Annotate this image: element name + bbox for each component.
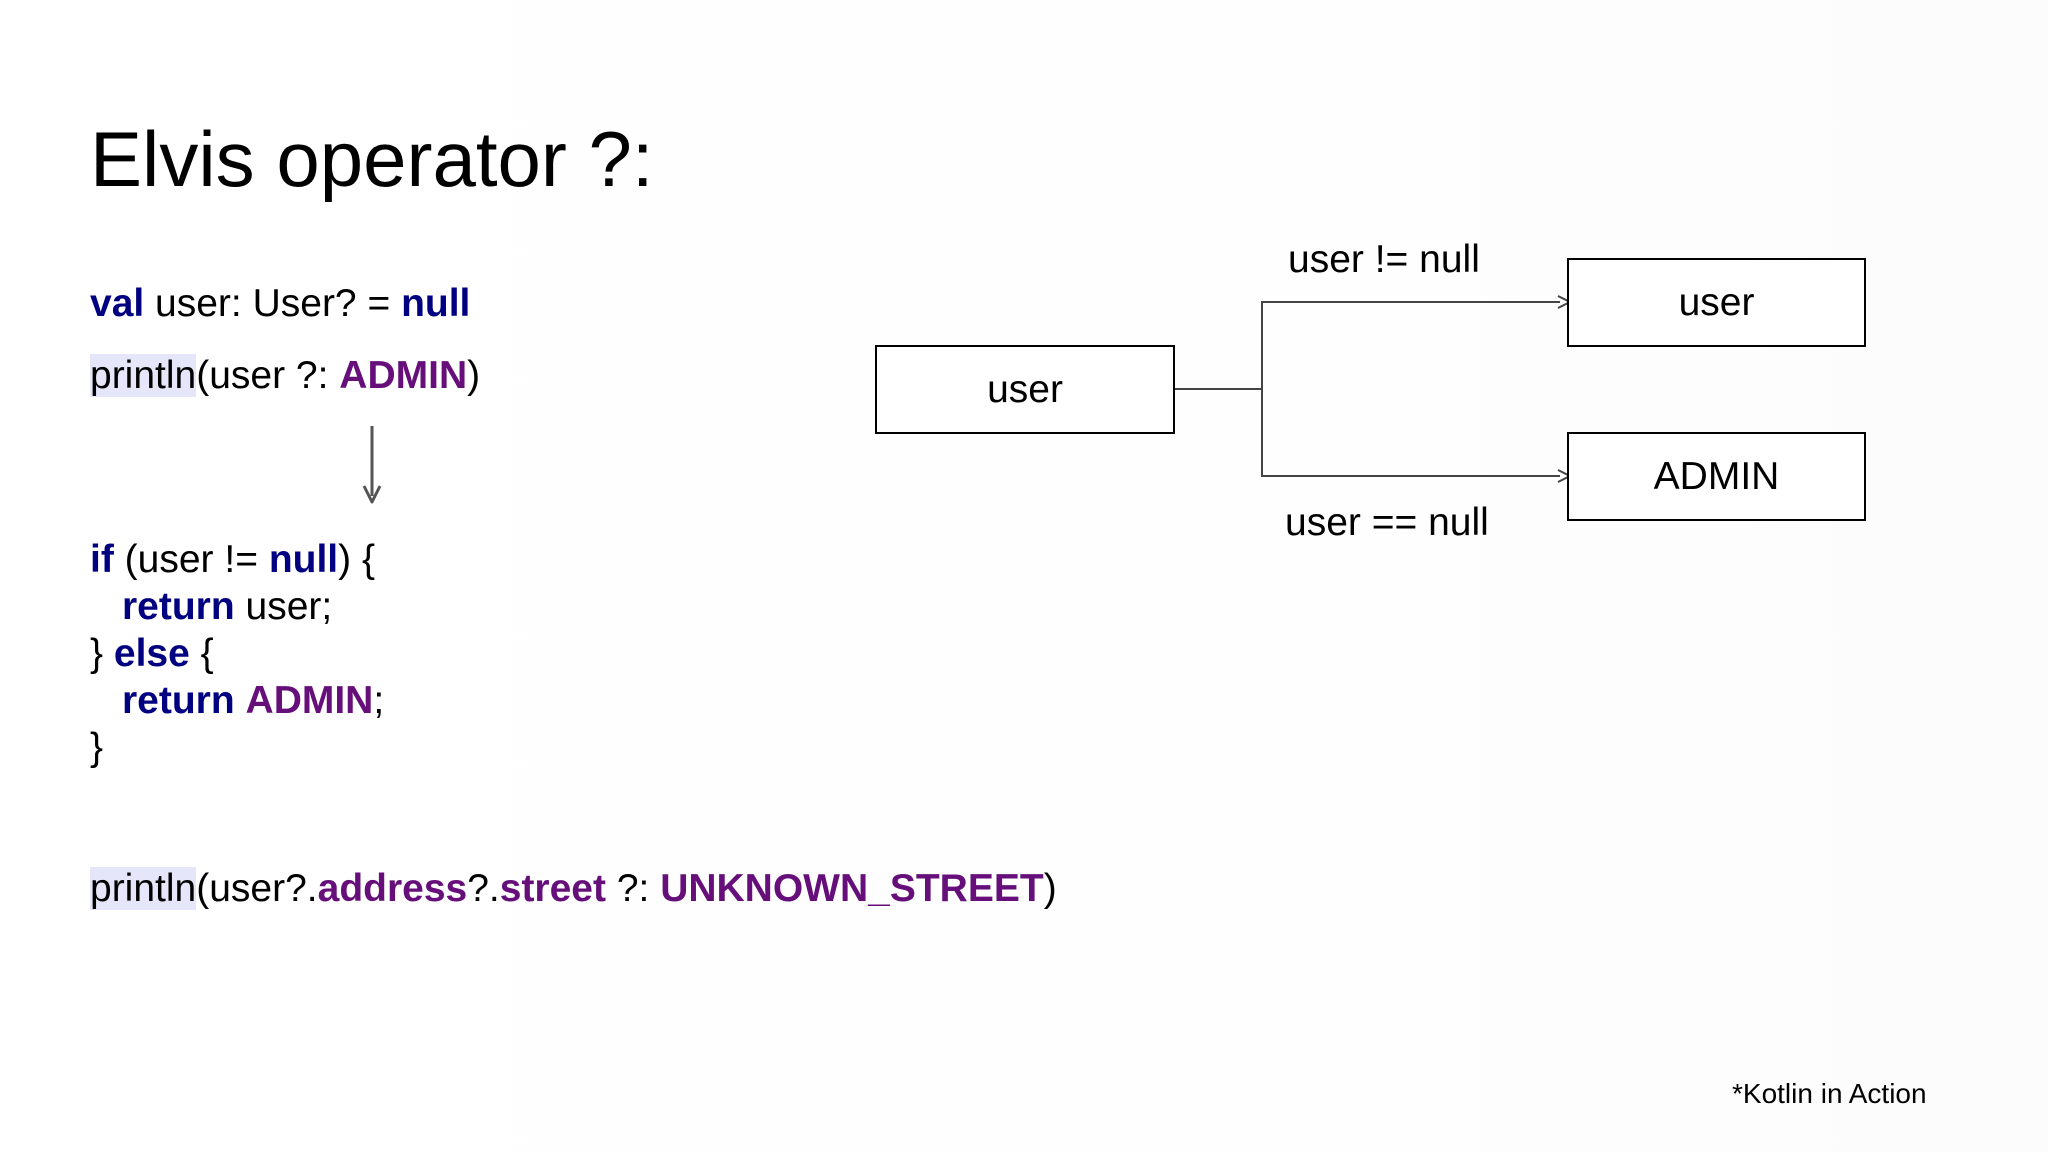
connector-bottom [1261,389,1560,477]
diagram-label-is-null: user == null [1285,501,1489,544]
keyword-return: return [122,585,235,628]
code-text: ) [467,354,481,397]
constant-admin: ADMIN [339,354,468,397]
code-text: (user?. [196,867,318,910]
code-text: { [189,632,214,675]
connector-top [1174,301,1560,390]
source-footnote: *Kotlin in Action [1732,1078,1927,1109]
diagram-box-admin: ADMIN [1567,432,1866,521]
code-line-declaration: val user: User? = null [90,284,470,323]
code-line-println-elvis: println(user ?: ADMIN) [90,354,481,397]
code-text: ?: [605,867,661,910]
keyword-val: val [90,282,145,325]
constant-unknown-street: UNKNOWN_STREET [660,867,1044,910]
code-text: } [90,726,104,769]
code-text: (user ?: [196,354,340,397]
code-text: user: User? = [144,282,402,325]
code-line-safe-call-chain: println(user?.address?.street ?: UNKNOWN… [90,867,1057,910]
code-text: ) { [338,538,375,581]
keyword-else: else [113,632,190,675]
keyword-if: if [90,538,114,581]
keyword-null: null [401,282,471,325]
code-text: } [90,632,114,675]
code-line-else: } else { [90,634,214,673]
box-label: user [987,367,1063,411]
constant-admin: ADMIN [245,679,374,722]
box-label: ADMIN [1653,454,1780,498]
box-label: user [1678,280,1755,324]
keyword-return: return [122,679,235,722]
code-line-close-brace: } [90,728,103,767]
diagram-box-user: user [1567,258,1866,347]
code-text: (user != [113,538,269,581]
code-text: ; [373,679,385,722]
code-line-return-user: return user; [122,587,332,626]
diagram-box-source: user [875,345,1175,434]
property-address: address [317,867,468,910]
function-println: println [90,867,197,910]
down-arrow-icon [362,426,382,504]
diagram-label-not-null: user != null [1288,238,1480,281]
function-println: println [90,354,197,397]
code-text: ) [1043,867,1057,910]
property-street: street [499,867,606,910]
code-text: ?. [467,867,500,910]
code-text: user; [234,585,333,628]
slide-title: Elvis operator ?: [90,115,654,203]
code-line-return-admin: return ADMIN; [122,681,384,720]
code-line-if: if (user != null) { [90,540,375,579]
keyword-null: null [268,538,339,581]
